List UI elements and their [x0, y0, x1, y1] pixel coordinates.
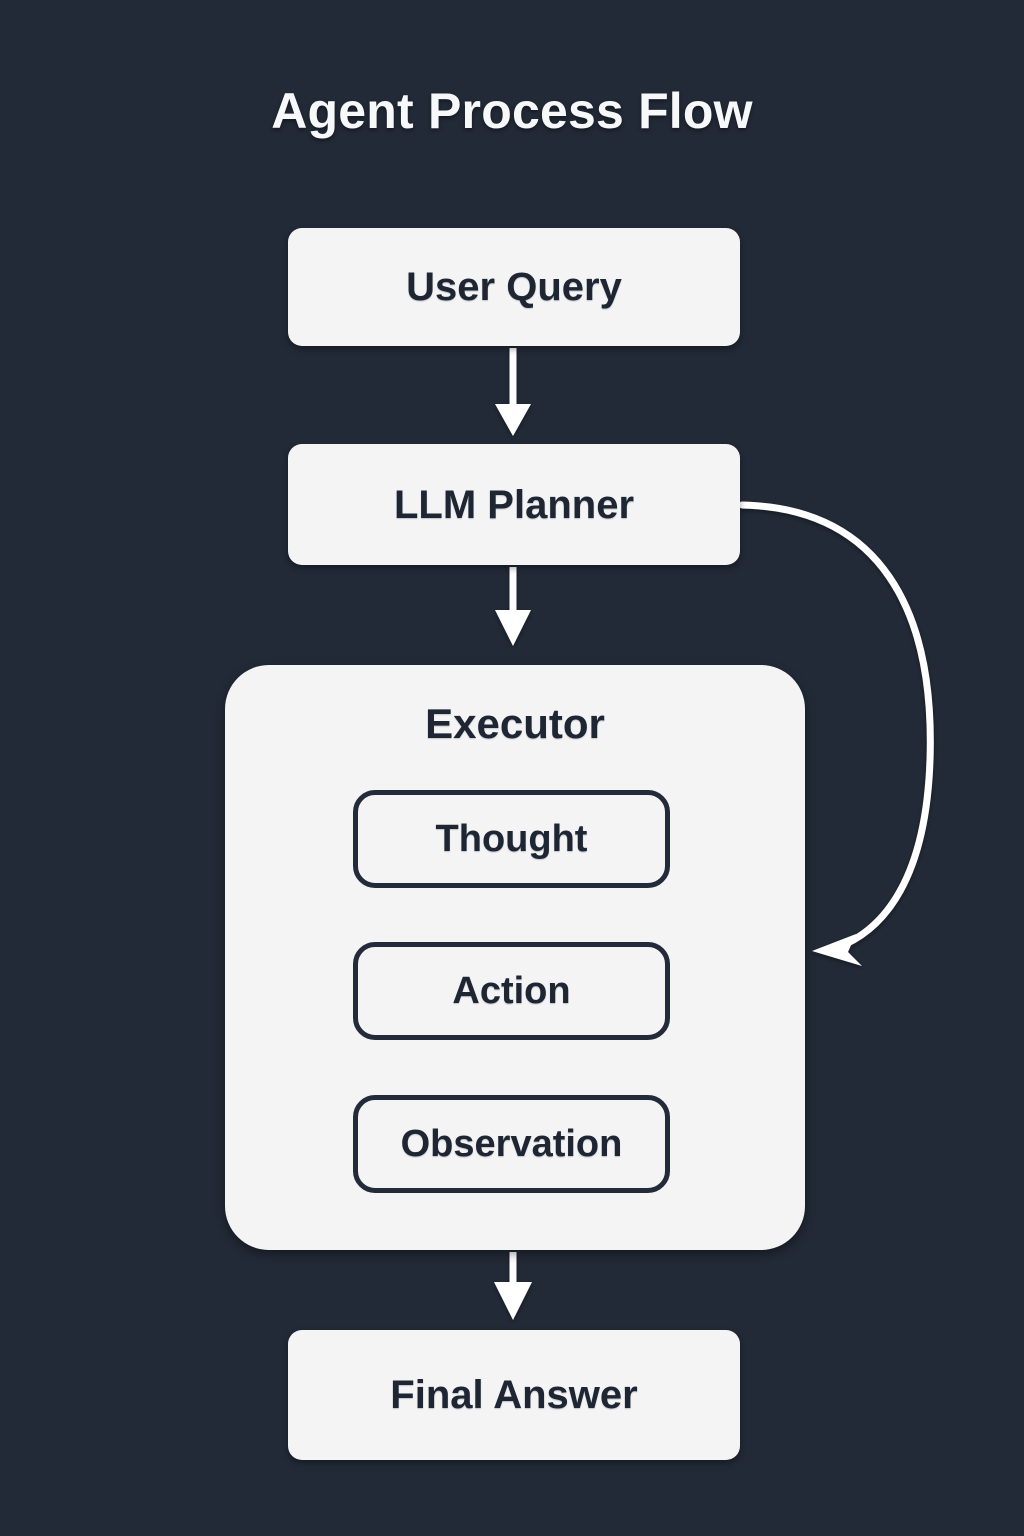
- node-observation[interactable]: Observation: [353, 1095, 670, 1193]
- arrow-user-query-to-llm-planner: [495, 348, 531, 436]
- node-action-label: Action: [452, 970, 571, 1012]
- page-title: Agent Process Flow: [271, 83, 753, 139]
- node-user-query-label: User Query: [406, 265, 622, 309]
- node-observation-label: Observation: [400, 1123, 623, 1165]
- arrow-executor-to-final-answer: [494, 1252, 532, 1320]
- node-thought[interactable]: Thought: [353, 790, 670, 888]
- node-llm-planner-label: LLM Planner: [393, 482, 635, 527]
- arrow-llm-planner-to-executor: [495, 567, 531, 646]
- node-executor-label: Executor: [425, 700, 605, 747]
- node-final-answer-label: Final Answer: [390, 1373, 638, 1417]
- node-llm-planner[interactable]: LLM Planner: [288, 444, 740, 565]
- node-final-answer[interactable]: Final Answer: [288, 1330, 740, 1460]
- node-user-query[interactable]: User Query: [288, 228, 740, 346]
- node-action[interactable]: Action: [353, 942, 670, 1040]
- node-thought-label: Thought: [435, 818, 588, 860]
- arrow-llm-planner-feedback-loop: [738, 501, 934, 966]
